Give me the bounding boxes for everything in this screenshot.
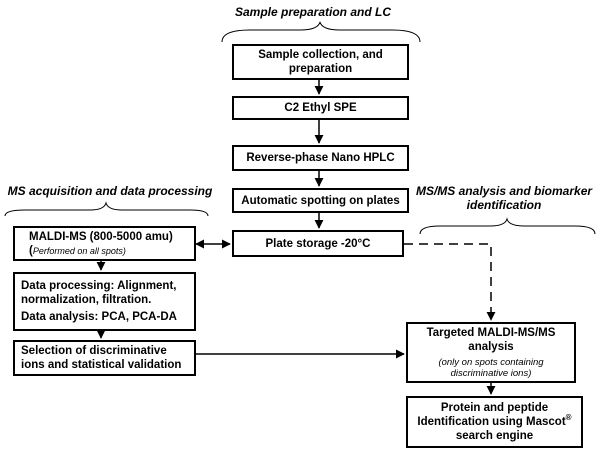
section-title-ms-acquisition: MS acquisition and data processing — [7, 184, 213, 198]
box-identification-line1: Protein and peptide — [440, 402, 549, 414]
box-maldi-ms: MALDI-MS (800-5000 amu) (Performed on al… — [13, 226, 196, 261]
box-nano-hplc-label: Reverse-phase Nano HPLC — [246, 152, 395, 164]
box-sample-collection-line1: Sample collection, and — [258, 49, 383, 61]
box-spotting-label: Automatic spotting on plates — [241, 194, 400, 207]
arrow-storage-to-targeted-dashed — [404, 243, 496, 321]
box-identification-line2: Identification using Mascot — [417, 416, 566, 428]
box-maldi-ms-note-line: (Performed on all spots) — [29, 244, 126, 258]
box-identification-line3: search engine — [455, 430, 534, 442]
box-targeted-line2: analysis — [468, 341, 514, 353]
section-title-lc: Sample preparation and LC — [234, 5, 392, 19]
brace-lc — [221, 21, 421, 43]
box-targeted-line1: Targeted MALDI-MS/MS — [426, 327, 556, 339]
box-data-processing-line1: Data processing: Alignment, — [21, 280, 177, 292]
section-title-msms: MS/MS analysis and biomarker identificat… — [408, 184, 600, 212]
box-data-processing-line3: Data analysis: PCA, PCA-DA — [21, 311, 177, 323]
brace-msms — [419, 217, 596, 235]
box-targeted-note2: discriminative ions) — [450, 368, 532, 379]
box-maldi-ms-title: MALDI-MS (800-5000 amu) — [29, 230, 173, 243]
box-sample-collection: Sample collection, and preparation — [232, 44, 409, 80]
brace-ms-acquisition — [4, 201, 209, 217]
box-targeted-note1: (only on spots containing — [438, 357, 544, 368]
box-c2-spe-label: C2 Ethyl SPE — [284, 102, 357, 114]
box-spotting: Automatic spotting on plates — [232, 188, 409, 213]
box-maldi-ms-note: Performed on all spots) — [32, 245, 126, 256]
box-targeted-msms: Targeted MALDI-MS/MS analysis (only on s… — [406, 322, 576, 383]
box-selection-line2: ions and statistical validation — [21, 359, 182, 371]
box-identification: Protein and peptide Identification using… — [406, 396, 583, 448]
box-data-processing-line2: normalization, filtration. — [21, 294, 152, 306]
box-plate-storage: Plate storage -20°C — [232, 230, 404, 257]
registered-mark: ® — [565, 413, 572, 423]
box-identification-line2-wrap: Identification using Mascot® — [417, 413, 572, 429]
box-data-processing: Data processing: Alignment, normalizatio… — [13, 272, 196, 331]
box-maldi-ms-paren: ( — [29, 244, 33, 257]
box-nano-hplc: Reverse-phase Nano HPLC — [232, 145, 409, 171]
box-selection-line1: Selection of discriminative — [21, 345, 167, 357]
box-c2-spe: C2 Ethyl SPE — [232, 96, 409, 120]
section-title-msms-line2: identification — [466, 198, 542, 212]
box-selection: Selection of discriminative ions and sta… — [13, 340, 196, 376]
box-plate-storage-label: Plate storage -20°C — [265, 237, 371, 250]
box-sample-collection-line2: preparation — [288, 63, 353, 75]
section-title-msms-line1: MS/MS analysis and biomarker — [415, 184, 593, 198]
